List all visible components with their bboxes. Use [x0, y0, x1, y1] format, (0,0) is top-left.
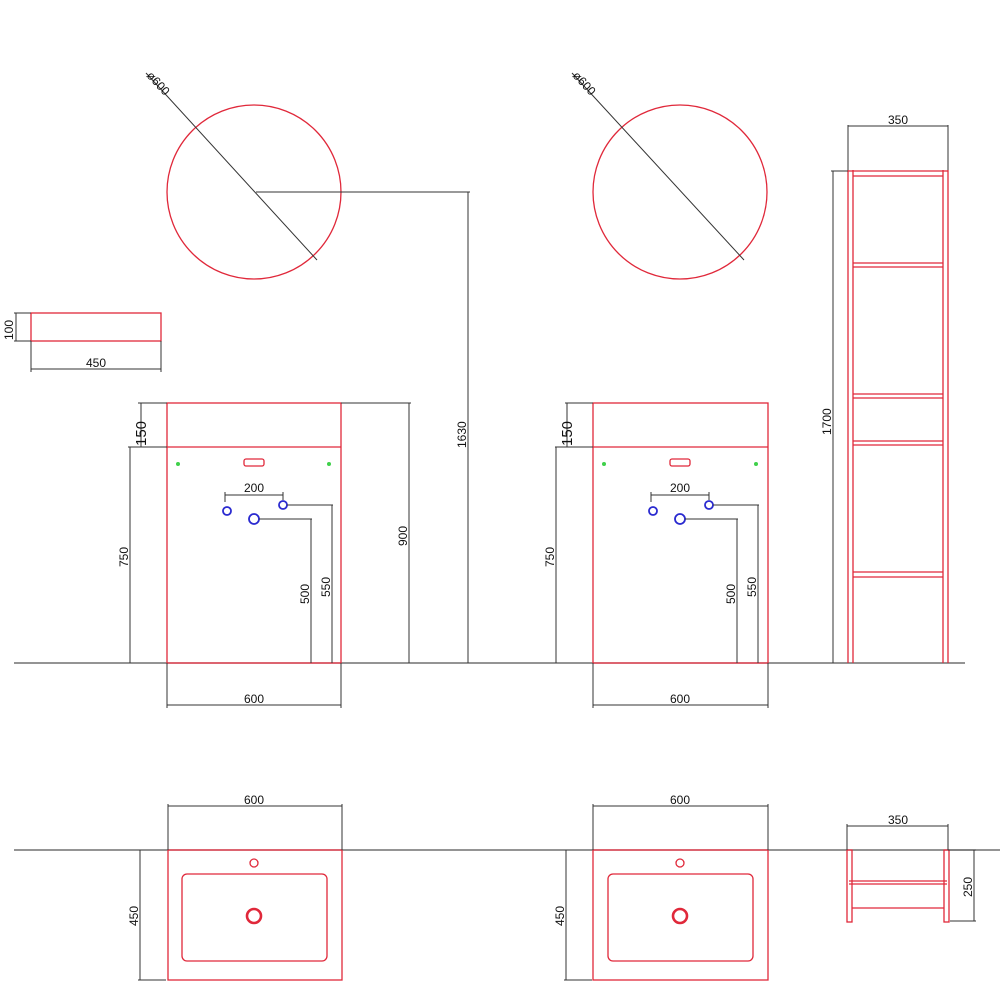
cabinet-height-label: 750 — [117, 547, 131, 567]
plan-right: 600 450 — [553, 793, 769, 981]
wall-shelf — [30, 312, 162, 342]
round-mirror — [592, 104, 768, 280]
overflow-slot — [243, 458, 265, 467]
water-inlet-left — [222, 506, 232, 516]
shelf-height-label: 100 — [2, 320, 16, 340]
mirror-diameter-line — [145, 72, 318, 261]
mirror-height-label: 1630 — [455, 421, 469, 448]
drain-hole — [245, 907, 263, 925]
fixing-point-left — [176, 462, 180, 466]
tall-unit-width-label: 350 — [888, 113, 908, 127]
pipe-height-label-1: 500 — [724, 584, 738, 604]
basin-bowl — [607, 873, 754, 962]
fixing-point-right — [327, 462, 331, 466]
tall-unit-height-label: 1700 — [820, 408, 834, 435]
vanity-unit — [166, 402, 342, 664]
overflow-slot — [669, 458, 691, 467]
plan-width-label: 600 — [244, 793, 264, 807]
plan-depth-label: 450 — [553, 906, 567, 926]
pipe-height-label-2: 550 — [319, 577, 333, 597]
elevation-left: ø600 1630 100 450 150 750 2 — [2, 69, 470, 708]
mirror-diameter-label: ø600 — [144, 69, 173, 99]
plan-width-label: 600 — [670, 793, 690, 807]
unit-width-label: 600 — [670, 692, 690, 706]
elevation-right: ø600 150 750 200 500 550 600 — [543, 69, 769, 708]
fixing-point-right — [754, 462, 758, 466]
plan-left: 600 450 — [127, 793, 343, 981]
pipe-height-label-1: 500 — [298, 584, 312, 604]
plan-tall-unit: 350 250 — [846, 813, 976, 923]
basin-height-label: 150 — [133, 421, 150, 446]
tap-hole — [249, 858, 259, 868]
mirror-diameter-label: ø600 — [570, 69, 599, 99]
water-inlet-right — [704, 500, 714, 510]
pipe-spacing-label: 200 — [244, 481, 264, 495]
post-plan — [943, 849, 950, 923]
unit-width-label: 600 — [244, 692, 264, 706]
shelf-width-label: 450 — [86, 356, 106, 370]
water-inlet-right — [278, 500, 288, 510]
water-inlet-left — [648, 506, 658, 516]
plan-depth-label: 450 — [127, 906, 141, 926]
basin-plan-outline — [592, 849, 769, 981]
waste-outlet — [674, 513, 686, 525]
drain-hole — [671, 907, 689, 925]
post-plan — [846, 849, 853, 923]
pipe-spacing-label: 200 — [670, 481, 690, 495]
pipe-height-label-2: 550 — [745, 577, 759, 597]
cabinet-height-label: 750 — [543, 547, 557, 567]
plan-tall-depth-label: 250 — [961, 877, 975, 897]
basin-height-label: 150 — [559, 421, 576, 446]
fixing-point-left — [602, 462, 606, 466]
basin-bowl — [181, 873, 328, 962]
tall-unit-elevation: 350 1700 — [820, 113, 949, 663]
vanity-unit — [592, 402, 769, 664]
plan-tall-width-label: 350 — [888, 813, 908, 827]
waste-outlet — [248, 513, 260, 525]
total-height-label: 900 — [396, 526, 410, 546]
basin-plan-outline — [167, 849, 343, 981]
mirror-diameter-line — [571, 72, 745, 261]
tap-hole — [675, 858, 685, 868]
